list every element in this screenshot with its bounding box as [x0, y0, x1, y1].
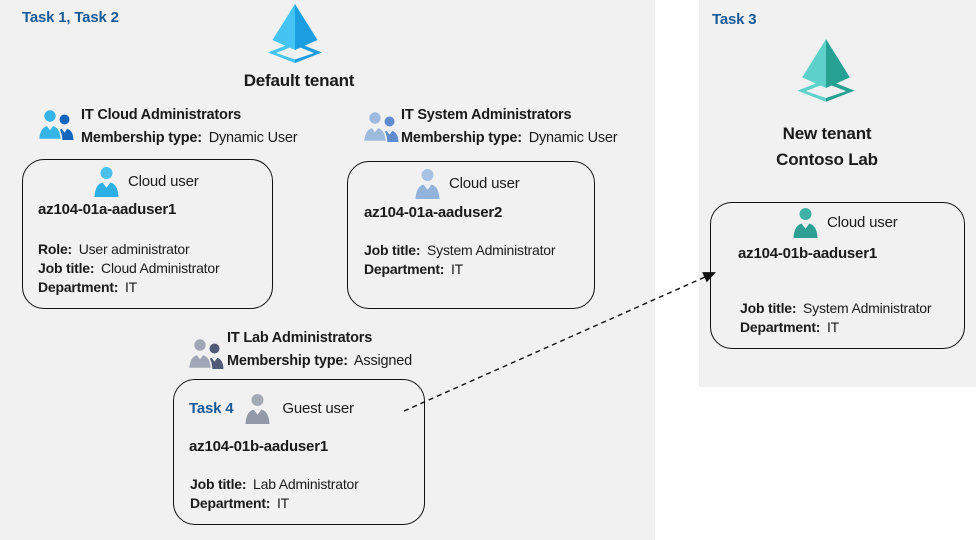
cloud-user-icon	[94, 167, 119, 197]
username: az104-01a-aaduser1	[38, 201, 177, 218]
department-value: IT	[450, 261, 464, 277]
department-line: Department: IT	[38, 280, 137, 294]
department-label: Department:	[38, 279, 119, 295]
new-tenant-title-line2: Contoso Lab	[776, 150, 878, 169]
membership-type-value: Assigned	[353, 353, 412, 369]
new-tenant-title-line1: New tenant	[782, 124, 872, 143]
default-tenant-title: Default tenant	[243, 71, 355, 90]
default-tenant-icon	[268, 4, 322, 63]
job-title-line: Job title: System Administrator	[364, 242, 556, 258]
department-line: Department: IT	[364, 262, 463, 276]
cloud-user2-header: Cloud user	[414, 168, 520, 199]
guest-user-header: Task 4 Guest user	[189, 393, 354, 424]
it-lab-admins-group-icon	[188, 337, 224, 369]
it-lab-admins-title: IT Lab Administrators	[227, 330, 373, 346]
new-tenant-icon	[797, 39, 855, 102]
cloud-user-icon	[415, 169, 440, 199]
membership-type-value: Dynamic User	[208, 130, 298, 146]
it-system-admins-membership: Membership type: Dynamic User	[401, 130, 618, 146]
cloud-user1-header: Cloud user	[93, 166, 199, 197]
department-value: IT	[276, 495, 290, 511]
task-3-label: Task 3	[712, 11, 757, 28]
job-title-label: Job title:	[740, 300, 797, 316]
department-label: Department:	[190, 495, 271, 511]
user-type-label: Cloud user	[128, 173, 199, 190]
department-line: Department: IT	[190, 496, 289, 510]
it-cloud-admins-membership: Membership type: Dynamic User	[81, 130, 298, 146]
it-system-admins-title: IT System Administrators	[401, 107, 572, 123]
it-lab-admins-membership: Membership type: Assigned	[227, 354, 412, 369]
it-cloud-admins-group-icon	[38, 108, 74, 140]
job-title-line: Job title: Lab Administrator	[190, 477, 359, 491]
username: az104-01b-aaduser1	[738, 245, 877, 262]
task-1-2-label: Task 1, Task 2	[22, 9, 119, 26]
cloud-user-icon	[793, 208, 818, 238]
user-type-label: Cloud user	[449, 175, 520, 192]
job-title-value: System Administrator	[803, 300, 932, 316]
job-title-value: Lab Administrator	[253, 476, 359, 492]
membership-type-label: Membership type:	[81, 130, 202, 146]
new-tenant-user-header: Cloud user	[792, 207, 898, 238]
task-4-label: Task 4	[189, 400, 234, 417]
job-title-label: Job title:	[364, 242, 421, 258]
it-cloud-admins-title: IT Cloud Administrators	[81, 107, 242, 123]
department-value: IT	[124, 279, 138, 295]
department-label: Department:	[740, 319, 821, 335]
cloud-user1-card: Cloud user az104-01a-aaduser1 Role: User…	[22, 159, 273, 309]
username: az104-01b-aaduser1	[189, 438, 328, 455]
membership-type-value: Dynamic User	[528, 130, 618, 146]
cloud-user2-card: Cloud user az104-01a-aaduser2 Job title:…	[347, 161, 595, 309]
job-title-value: Cloud Administrator	[101, 260, 220, 276]
default-tenant-region	[0, 0, 655, 540]
department-label: Department:	[364, 261, 445, 277]
department-line: Department: IT	[740, 320, 839, 334]
user-type-label: Guest user	[282, 400, 354, 417]
it-system-admins-group-icon	[363, 110, 399, 142]
guest-user-icon	[245, 394, 270, 424]
role-label: Role:	[38, 241, 73, 257]
user-type-label: Cloud user	[827, 214, 898, 231]
job-title-label: Job title:	[38, 260, 95, 276]
membership-type-label: Membership type:	[227, 353, 348, 369]
new-tenant-user-card: Cloud user az104-01b-aaduser1 Job title:…	[710, 202, 965, 349]
job-title-line: Job title: Cloud Administrator	[38, 260, 220, 276]
role-line: Role: User administrator	[38, 241, 190, 257]
username: az104-01a-aaduser2	[364, 204, 503, 221]
department-value: IT	[826, 319, 840, 335]
membership-type-label: Membership type:	[401, 130, 522, 146]
job-title-value: System Administrator	[427, 242, 556, 258]
job-title-label: Job title:	[190, 476, 247, 492]
guest-user-card: Task 4 Guest user az104-01b-aaduser1 Job…	[173, 379, 425, 525]
role-value: User administrator	[78, 241, 190, 257]
job-title-line: Job title: System Administrator	[740, 300, 932, 316]
